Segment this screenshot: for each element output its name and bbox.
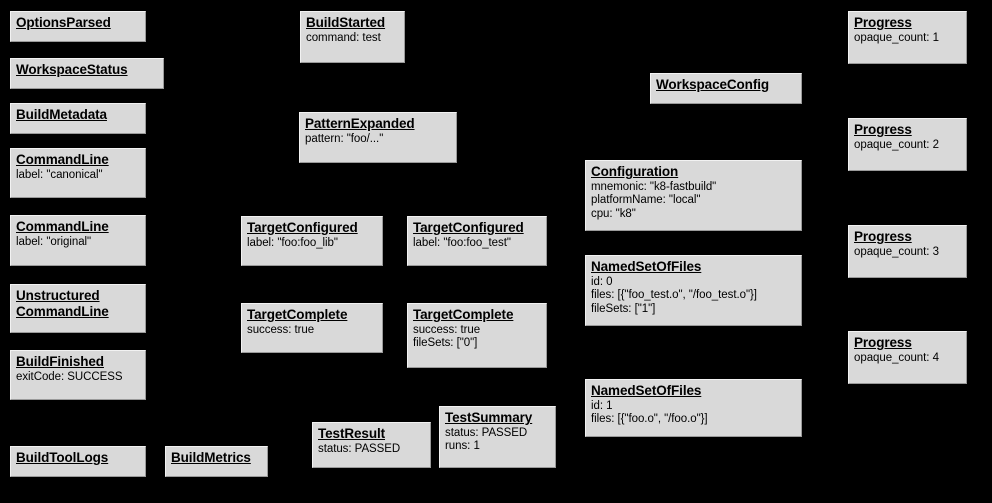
event-node-title: Progress	[854, 229, 912, 244]
event-node-fields: id: 1 files: [{"foo.o", "/foo.o"}]	[591, 399, 708, 426]
event-node-workspace-config[interactable]: WorkspaceConfig	[650, 73, 802, 104]
event-node-fields: pattern: "foo/..."	[305, 132, 384, 145]
event-node-fields: status: PASSED runs: 1	[445, 426, 528, 453]
event-node-title: TestResult	[318, 426, 386, 441]
event-node-title: OptionsParsed	[16, 15, 111, 30]
event-node-title: BuildMetrics	[171, 450, 251, 465]
event-node-options-parsed[interactable]: OptionsParsed	[10, 11, 146, 42]
event-node-title: Unstructured CommandLine	[16, 288, 109, 319]
event-node-fields: label: "original"	[16, 235, 92, 248]
event-node-title: BuildStarted	[306, 15, 386, 30]
event-node-title: NamedSetOfFiles	[591, 383, 702, 398]
event-node-fields: command: test	[306, 31, 381, 44]
event-node-title: Configuration	[591, 164, 679, 179]
event-node-title: CommandLine	[16, 219, 109, 234]
event-node-fields: success: true	[247, 323, 315, 336]
event-node-build-metadata[interactable]: BuildMetadata	[10, 103, 146, 134]
event-node-title: TargetConfigured	[413, 220, 524, 235]
event-node-fields: id: 0 files: [{"foo_test.o", "/foo_test.…	[591, 275, 757, 316]
event-node-fields: status: PASSED	[318, 442, 401, 455]
event-node-title: TestSummary	[445, 410, 533, 425]
event-node-title: WorkspaceStatus	[16, 62, 128, 77]
event-node-fields: label: "foo:foo_test"	[413, 236, 511, 249]
event-node-title: TargetComplete	[413, 307, 514, 322]
event-node-title: WorkspaceConfig	[656, 77, 770, 92]
event-node-title: BuildMetadata	[16, 107, 107, 122]
event-node-title: Progress	[854, 15, 912, 30]
event-node-title: BuildFinished	[16, 354, 104, 369]
event-node-fields: exitCode: SUCCESS	[16, 370, 123, 383]
event-node-title: BuildToolLogs	[16, 450, 109, 465]
event-node-title: CommandLine	[16, 152, 109, 167]
event-node-title: PatternExpanded	[305, 116, 415, 131]
event-node-fields: opaque_count: 3	[854, 245, 939, 258]
event-node-fields: label: "foo:foo_lib"	[247, 236, 338, 249]
event-node-title: Progress	[854, 122, 912, 137]
event-node-fields: opaque_count: 2	[854, 138, 939, 151]
event-node-build-tool-logs[interactable]: BuildToolLogs	[10, 446, 146, 477]
event-node-title: NamedSetOfFiles	[591, 259, 702, 274]
event-node-unstructured-command-line[interactable]: Unstructured CommandLine	[10, 284, 146, 333]
event-node-fields: opaque_count: 4	[854, 351, 939, 364]
event-node-title: TargetConfigured	[247, 220, 358, 235]
event-node-fields: opaque_count: 1	[854, 31, 939, 44]
event-node-fields: success: true fileSets: ["0"]	[413, 323, 481, 350]
event-node-fields: label: "canonical"	[16, 168, 103, 181]
event-node-build-metrics[interactable]: BuildMetrics	[165, 446, 268, 477]
event-node-title: TargetComplete	[247, 307, 348, 322]
event-node-title: Progress	[854, 335, 912, 350]
event-node-workspace-status[interactable]: WorkspaceStatus	[10, 58, 164, 89]
event-node-fields: mnemonic: "k8-fastbuild" platformName: "…	[591, 180, 717, 221]
